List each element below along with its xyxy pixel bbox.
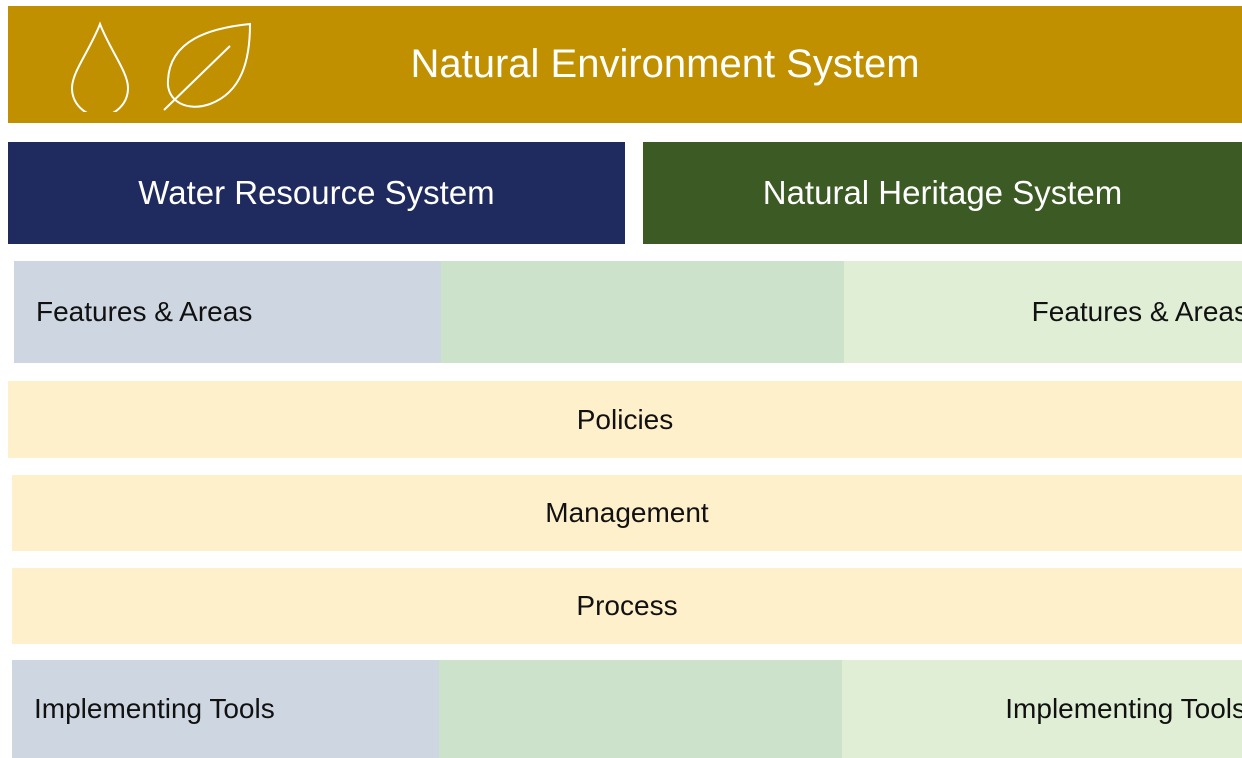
water-features-cell: Features & Areas (14, 261, 441, 363)
header-banner: Natural Environment System (8, 6, 1242, 123)
policies-label: Policies (576, 403, 674, 435)
water-tools-cell: Implementing Tools (12, 660, 439, 758)
heritage-features-label: Features & Areas (1031, 296, 1242, 327)
management-label: Management (545, 497, 709, 528)
features-areas-row: Features & Areas Features & Areas (14, 261, 1242, 363)
water-features-label: Features & Areas (36, 296, 253, 327)
policies-band: Policies (8, 381, 1242, 458)
header-icons (70, 21, 252, 112)
water-resource-system-box: Water Resource System (8, 142, 625, 244)
heritage-features-cell: Features & Areas (844, 261, 1242, 363)
water-tools-label: Implementing Tools (34, 693, 275, 724)
tools-overlap-cell (439, 660, 842, 758)
process-band: Process (12, 568, 1242, 644)
water-resource-system-label: Water Resource System (138, 174, 495, 211)
natural-heritage-system-box: Natural Heritage System (643, 142, 1242, 244)
heritage-tools-label: Implementing Tools (1005, 693, 1242, 724)
leaf-icon (163, 22, 252, 111)
page-title: Natural Environment System (410, 42, 920, 86)
natural-heritage-system-label: Natural Heritage System (762, 174, 1123, 211)
implementing-tools-row: Implementing Tools Implementing Tools (12, 660, 1242, 758)
management-band: Management (12, 475, 1242, 551)
process-label: Process (576, 590, 678, 621)
water-drop-icon (70, 21, 130, 112)
heritage-tools-cell: Implementing Tools (842, 660, 1242, 758)
features-overlap-cell (441, 261, 844, 363)
